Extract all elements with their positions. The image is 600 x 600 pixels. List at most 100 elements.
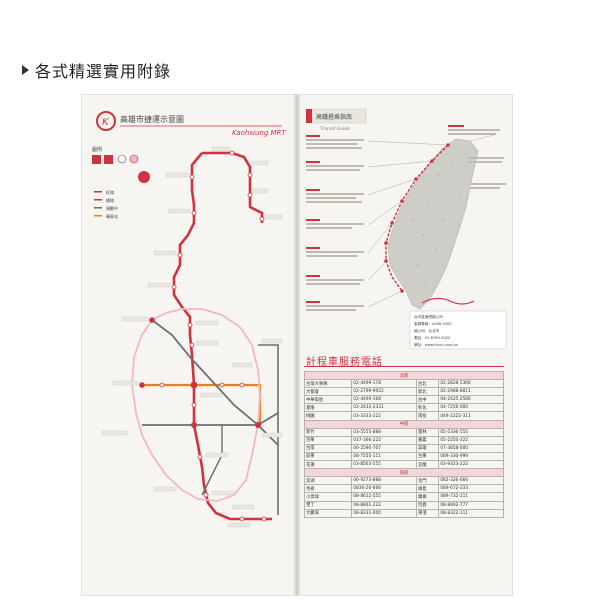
section-heading: 各式精選實用附錄 [22,58,171,82]
table-section-label: 中部 [304,419,504,429]
table-cell: 0836-26-666 [351,484,417,494]
legend-label-3: 規劃中 [106,205,118,211]
table-cell: 037-366-222 [351,435,417,445]
planned-line-4 [201,425,223,496]
transit-subtitle: Transit Guide [320,126,350,132]
legend-label-1: 紅線 [106,189,114,195]
red-line [172,151,272,521]
info-line-1: 台灣高速鐵路公司 [414,314,443,319]
table-cell: 中華衛星 [303,395,353,405]
table-cell: 墾丁 [303,500,353,510]
table-cell: 082-326-666 [438,476,504,486]
table-cell: 台東 [415,451,440,462]
table-cell: 大都會 [303,387,353,397]
table-cell: 02-2433-2331 [351,403,417,413]
orange-line [142,383,262,425]
table-cell: 02-4499-178 [351,379,417,389]
table-section-row: 北部 [304,370,504,381]
table-cell: 03-3333-222 [351,411,417,421]
table-cell: 台中 [415,395,440,405]
table-cell: 05-5336-555 [438,427,504,437]
table-cell: 08-8331-000 [351,508,417,518]
legend-swatch-red-2 [104,155,113,164]
legend-label-2: 橘線 [106,197,114,203]
table-section-label: 北部 [304,370,504,381]
hsr-stations [384,143,450,293]
table-cell: 雲林 [415,427,440,437]
legend-label-4: 轉乘站 [106,213,118,219]
taiwan-island [387,138,479,310]
taxi-title-rule [304,366,504,367]
mrt-map: K 高雄市捷運示意圖 Kaohsiung MRT 圖例 紅線 橘線 規劃中 轉乘… [92,111,286,528]
table-cell: 新竹 [303,427,353,437]
mrt-map-page: K 高雄市捷運示意圖 Kaohsiung MRT 圖例 紅線 橘線 規劃中 轉乘… [82,95,296,595]
callout-text-marks [306,129,506,311]
table-cell: 089-672-333 [438,484,504,494]
table-cell: 澎湖 [303,476,353,486]
callout-red-heads [306,125,464,303]
booklet-spread: K 高雄市捷運示意圖 Kaohsiung MRT 圖例 紅線 橘線 規劃中 轉乘… [82,95,512,595]
table-cell: 049-2222-311 [438,411,504,421]
hsr-logo-icon [421,297,475,305]
table-cell: 綠島 [415,484,440,494]
table-cell: 花蓮 [303,460,353,470]
station-markers [159,150,267,522]
table-cell: 屏東 [303,451,353,462]
table-cell: 桃園 [303,411,353,421]
mrt-title-en: Kaohsiung MRT [232,129,286,137]
mrt-logo-mark: K [102,117,110,128]
info-line-4: 電話：02-8789-2000 [414,335,451,340]
legend-transfer-icon [138,171,150,183]
planned-line-2 [142,412,279,426]
table-cell: 02-2988-8811 [438,387,504,397]
transfer-stations [139,317,261,428]
table-cell: 嘉義 [415,435,440,445]
taiwan-map: 高鐵搭乘指南 Transit Guide [305,108,507,350]
table-cell: 蘭嶼 [415,492,440,502]
table-section-label: 南部 [304,468,504,478]
table-cell: 小琉球 [303,492,353,502]
table-cell: 彰化 [415,403,440,413]
table-cell: 台灣大車隊 [303,379,353,389]
table-cell: 02-4499-168 [351,395,417,405]
table-cell: 04-2425-2566 [438,395,504,405]
table-cell: 07-3858-000 [438,443,504,453]
callout-leaders [367,134,495,308]
table-cell: 金門 [415,476,440,486]
book-gutter [294,95,300,595]
light-rail-loop [131,308,261,502]
table-cell: 台北 [415,379,440,389]
table-cell: 08-8861-222 [351,500,417,510]
table-cell: 08-7555-111 [351,451,417,462]
table-cell: 089-732-111 [438,492,504,502]
table-cell: 東港 [415,508,440,518]
table-cell: 04-7256-000 [438,403,504,413]
table-cell: 03-5555-888 [351,427,417,437]
table-cell: 02-2799-9922 [351,387,417,397]
section-title: 各式精選實用附錄 [35,62,172,81]
table-cell: 089-330-999 [438,451,504,462]
table-cell: 05-2250-322 [438,435,504,445]
taxi-title: 計程車服務電話 [306,357,383,368]
table-cell: 苗栗 [303,435,353,445]
table-section-row: 中部 [304,419,504,429]
table-cell: 08-8612-555 [351,492,417,502]
guide-page: 高鐵搭乘指南 Transit Guide [298,95,512,595]
table-cell: 恆春 [415,500,440,510]
table-cell: 台南 [303,443,353,453]
table-cell: 06-9273-888 [351,476,417,486]
planned-line-3 [258,344,279,515]
station-label-marks [101,146,283,528]
